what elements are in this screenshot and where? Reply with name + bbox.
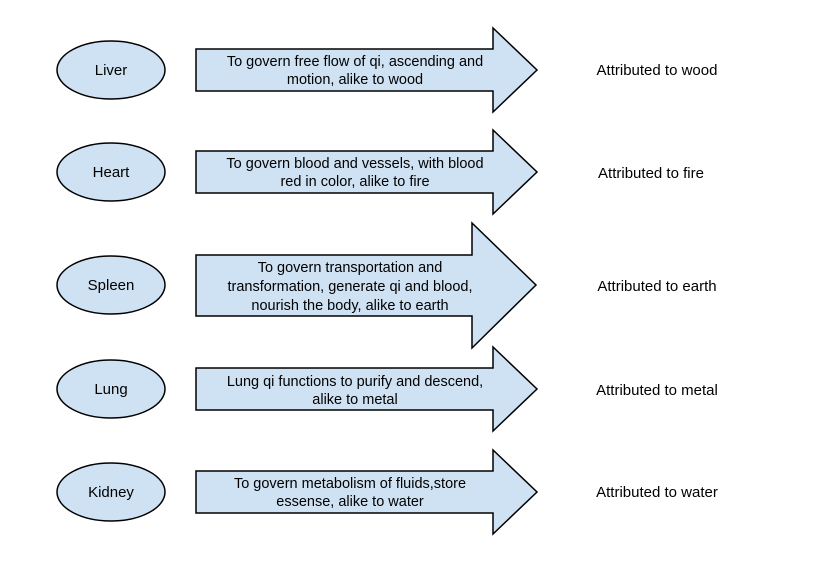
function-line-kidney-1: To govern metabolism of fluids,store: [234, 476, 466, 492]
organ-node-heart: [56, 142, 166, 202]
organ-label-kidney: Kidney: [88, 484, 134, 501]
function-arrow-spleen: [195, 221, 538, 350]
row-kidney: Kidney To govern metabolism of fluids,st…: [56, 448, 718, 536]
row-liver: Liver To govern free flow of qi, ascendi…: [56, 26, 718, 114]
function-line-lung-1: Lung qi functions to purify and descend,: [227, 374, 483, 390]
organ-label-spleen: Spleen: [88, 277, 135, 294]
attribute-label-water: Attributed to water: [596, 484, 718, 501]
function-line-liver-2: motion, alike to wood: [287, 72, 423, 88]
function-line-spleen-1: To govern transportation and: [258, 260, 443, 276]
function-line-heart-1: To govern blood and vessels, with blood: [226, 156, 483, 172]
organ-label-heart: Heart: [93, 164, 131, 181]
function-line-heart-2: red in color, alike to fire: [280, 174, 429, 190]
organ-node-lung: [56, 359, 166, 419]
function-arrow-heart: [195, 128, 539, 216]
attribute-label-earth: Attributed to earth: [597, 278, 716, 295]
row-lung: Lung Lung qi functions to purify and des…: [56, 345, 718, 433]
row-heart: Heart To govern blood and vessels, with …: [56, 128, 704, 216]
attribute-label-metal: Attributed to metal: [596, 382, 718, 399]
function-line-liver-1: To govern free flow of qi, ascending and: [227, 54, 483, 70]
attribute-label-fire: Attributed to fire: [598, 165, 704, 182]
function-line-spleen-2: transformation, generate qi and blood,: [227, 279, 472, 295]
function-line-spleen-3: nourish the body, alike to earth: [251, 298, 448, 314]
organ-label-liver: Liver: [95, 62, 128, 79]
row-spleen: Spleen To govern transportation and tran…: [56, 221, 717, 350]
organ-node-kidney: [56, 462, 166, 522]
organ-node-spleen: [56, 255, 166, 315]
attribute-label-wood: Attributed to wood: [597, 62, 718, 79]
organ-label-lung: Lung: [94, 381, 127, 398]
function-arrow-kidney: [195, 448, 539, 536]
organ-node-liver: [56, 40, 166, 100]
function-arrow-lung: [195, 345, 539, 433]
function-line-lung-2: alike to metal: [312, 392, 397, 408]
function-arrow-liver: [195, 26, 539, 114]
function-line-kidney-2: essense, alike to water: [276, 494, 424, 510]
